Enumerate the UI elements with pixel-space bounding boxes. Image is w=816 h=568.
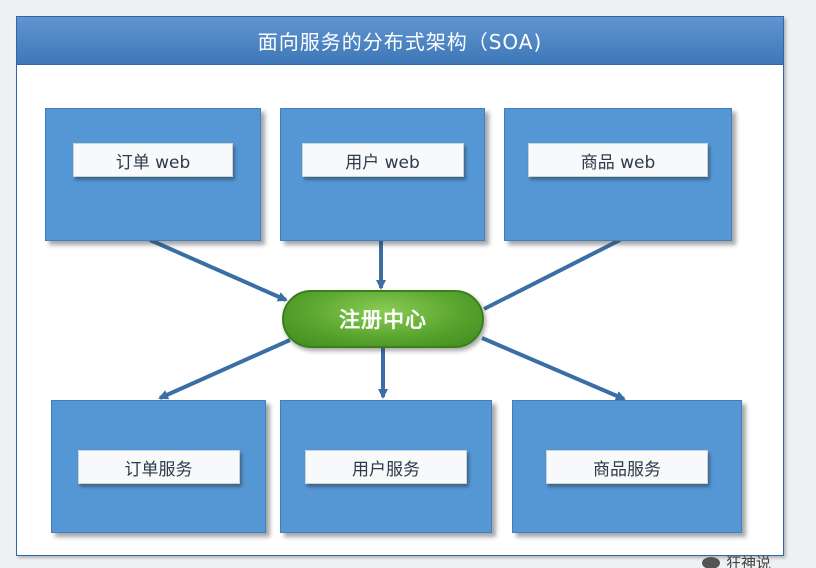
order-web-label: 订单 web: [73, 143, 233, 177]
user-service-label: 用户服务: [305, 450, 467, 484]
product-web-box: 商品 web: [504, 108, 732, 241]
watermark-text: 狂神说: [726, 554, 772, 568]
product-service-label: 商品服务: [546, 450, 708, 484]
user-web-box: 用户 web: [280, 108, 485, 241]
registry-center-node: 注册中心: [282, 290, 484, 348]
watermark: 狂神说: [702, 552, 771, 568]
product-service-box: 商品服务: [512, 400, 742, 533]
user-service-box: 用户服务: [280, 400, 492, 533]
order-web-box: 订单 web: [45, 108, 261, 241]
wechat-icon: [702, 556, 720, 568]
user-web-label: 用户 web: [301, 143, 464, 177]
diagram-title: 面向服务的分布式架构（SOA): [17, 17, 783, 65]
order-service-box: 订单服务: [51, 400, 266, 533]
product-web-label: 商品 web: [528, 143, 708, 177]
order-service-label: 订单服务: [77, 450, 240, 484]
